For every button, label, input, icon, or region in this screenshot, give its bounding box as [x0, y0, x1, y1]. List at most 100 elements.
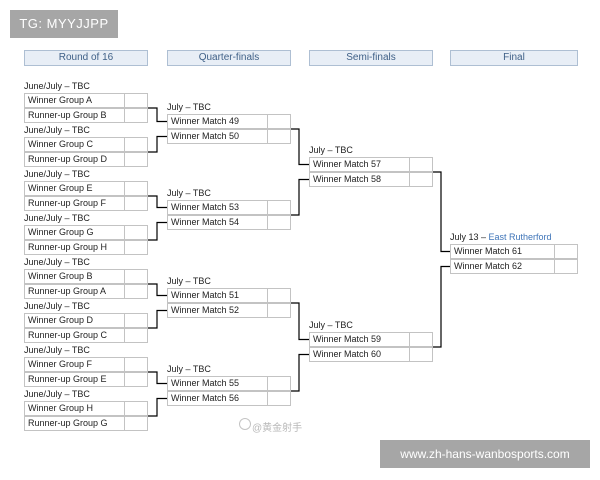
weibo-icon — [239, 418, 251, 430]
team-name: Winner Match 49 — [171, 116, 240, 126]
team-name: Winner Match 52 — [171, 305, 240, 315]
score-cell — [124, 285, 147, 298]
score-cell — [554, 260, 577, 273]
team-slot: Runner-up Group E — [24, 372, 148, 387]
r16-to-qf-connector — [148, 107, 167, 123]
score-cell — [124, 241, 147, 254]
team-name: Winner Group B — [28, 271, 93, 281]
team-slot: Runner-up Group H — [24, 240, 148, 255]
team-name: Runner-up Group H — [28, 242, 108, 252]
team-slot: Winner Match 56 — [167, 391, 291, 406]
sf-to-final-connector — [433, 265, 450, 348]
team-slot: Runner-up Group C — [24, 328, 148, 343]
score-cell — [124, 329, 147, 342]
r16-date-label: June/July – TBC — [24, 301, 90, 311]
r16-to-qf-connector — [148, 397, 167, 417]
team-name: Winner Match 58 — [313, 174, 382, 184]
final-venue: East Rutherford — [488, 232, 552, 242]
r16-date-label: June/July – TBC — [24, 125, 90, 135]
round-header-round-of-16: Round of 16 — [24, 50, 148, 66]
team-slot: Winner Match 51 — [167, 288, 291, 303]
team-slot: Winner Match 55 — [167, 376, 291, 391]
score-cell — [409, 173, 432, 186]
r16-match-3: Winner Group E Runner-up Group F — [24, 181, 148, 211]
team-slot: Runner-up Group A — [24, 284, 148, 299]
r16-date-label: June/July – TBC — [24, 389, 90, 399]
team-name: Winner Group E — [28, 183, 93, 193]
r16-to-qf-connector — [148, 135, 167, 153]
team-name: Winner Match 51 — [171, 290, 240, 300]
qf-date-label: July – TBC — [167, 276, 211, 286]
team-name: Winner Match 60 — [313, 349, 382, 359]
final-date: July 13 – — [450, 232, 489, 242]
team-slot: Runner-up Group B — [24, 108, 148, 123]
score-cell — [267, 392, 290, 405]
qf-date-label: July – TBC — [167, 102, 211, 112]
team-name: Winner Match 53 — [171, 202, 240, 212]
team-slot: Winner Match 49 — [167, 114, 291, 129]
r16-to-qf-connector — [148, 283, 167, 297]
team-name: Winner Match 61 — [454, 246, 523, 256]
score-cell — [124, 314, 147, 327]
score-cell — [124, 226, 147, 239]
score-cell — [554, 245, 577, 258]
qf-date-label: July – TBC — [167, 188, 211, 198]
team-slot: Winner Match 52 — [167, 303, 291, 318]
team-slot: Winner Group D — [24, 313, 148, 328]
sf-match-2: Winner Match 59 Winner Match 60 — [309, 332, 433, 362]
score-cell — [124, 153, 147, 166]
tg-banner: TG: MYYJJPP — [10, 10, 118, 38]
team-name: Runner-up Group B — [28, 110, 107, 120]
team-slot: Winner Match 59 — [309, 332, 433, 347]
team-slot: Winner Match 58 — [309, 172, 433, 187]
score-cell — [267, 377, 290, 390]
team-name: Winner Match 54 — [171, 217, 240, 227]
site-banner: www.zh-hans-wanbosports.com — [380, 440, 590, 468]
team-name: Winner Group C — [28, 139, 94, 149]
score-cell — [124, 358, 147, 371]
score-cell — [409, 333, 432, 346]
team-slot: Runner-up Group F — [24, 196, 148, 211]
team-name: Runner-up Group A — [28, 286, 107, 296]
team-name: Runner-up Group C — [28, 330, 108, 340]
watermark: @黄金射手 — [252, 423, 303, 434]
team-name: Winner Group F — [28, 359, 93, 369]
r16-date-label: June/July – TBC — [24, 213, 90, 223]
score-cell — [124, 270, 147, 283]
score-cell — [124, 417, 147, 430]
r16-match-4: Winner Group G Runner-up Group H — [24, 225, 148, 255]
team-slot: Runner-up Group D — [24, 152, 148, 167]
r16-to-qf-connector — [148, 221, 167, 241]
score-cell — [267, 130, 290, 143]
score-cell — [124, 94, 147, 107]
team-name: Winner Match 59 — [313, 334, 382, 344]
score-cell — [124, 182, 147, 195]
sf-match-1: Winner Match 57 Winner Match 58 — [309, 157, 433, 187]
qf-date-label: July – TBC — [167, 364, 211, 374]
r16-to-qf-connector — [148, 371, 167, 385]
team-slot: Winner Group G — [24, 225, 148, 240]
qf-to-sf-connector — [291, 128, 309, 166]
r16-match-5: Winner Group B Runner-up Group A — [24, 269, 148, 299]
r16-date-label: June/July – TBC — [24, 81, 90, 91]
qf-to-sf-connector — [291, 353, 309, 392]
team-name: Runner-up Group E — [28, 374, 107, 384]
score-cell — [267, 115, 290, 128]
team-slot: Winner Match 61 — [450, 244, 578, 259]
sf-date-label: July – TBC — [309, 145, 353, 155]
score-cell — [124, 138, 147, 151]
score-cell — [267, 201, 290, 214]
team-slot: Winner Group H — [24, 401, 148, 416]
qf-match-3: Winner Match 51 Winner Match 52 — [167, 288, 291, 318]
r16-match-6: Winner Group D Runner-up Group C — [24, 313, 148, 343]
team-slot: Winner Group E — [24, 181, 148, 196]
score-cell — [409, 348, 432, 361]
team-name: Winner Match 57 — [313, 159, 382, 169]
r16-match-7: Winner Group F Runner-up Group E — [24, 357, 148, 387]
